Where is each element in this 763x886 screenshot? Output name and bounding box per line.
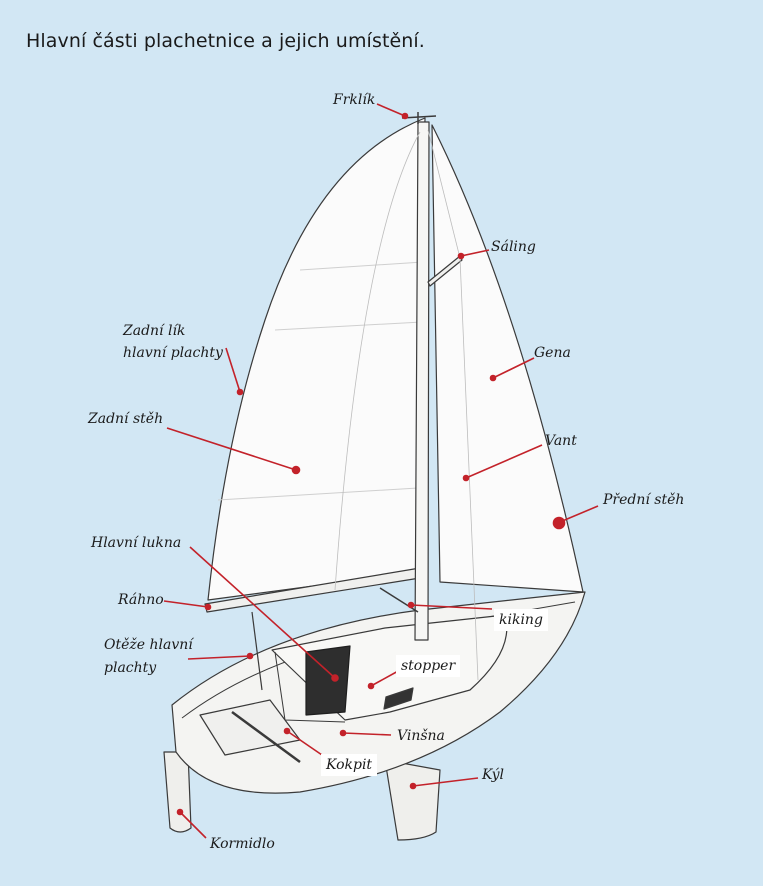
label-frklik: Frklík bbox=[333, 92, 376, 108]
label-rahno: Ráhno bbox=[118, 592, 164, 608]
label-oteze: Otěže hlavní plachty bbox=[104, 637, 193, 676]
label-kokpit: Kokpit bbox=[321, 754, 378, 776]
hatch-shape bbox=[305, 645, 351, 716]
rudder-shape bbox=[163, 751, 192, 833]
spreader bbox=[427, 255, 463, 287]
mast bbox=[414, 121, 430, 641]
tiller bbox=[231, 710, 301, 764]
main-sail-shape bbox=[207, 117, 426, 601]
label-gena: Gena bbox=[534, 345, 571, 361]
label-vinsna: Vinšna bbox=[397, 728, 445, 744]
label-kiking: kiking bbox=[494, 609, 548, 631]
leader-lines bbox=[163, 103, 599, 839]
label-vant: Vant bbox=[545, 433, 577, 449]
label-kyl: Kýl bbox=[482, 767, 504, 783]
label-kormidlo: Kormidlo bbox=[210, 836, 275, 852]
label-zadni-lik: Zadní lík hlavní plachty bbox=[123, 323, 223, 361]
label-zadni-steh: Zadní stěh bbox=[88, 411, 164, 427]
kicker bbox=[379, 587, 419, 613]
label-predni-steh: Přední stěh bbox=[603, 492, 685, 508]
mainsheet bbox=[251, 611, 263, 691]
keel-shape bbox=[384, 759, 441, 841]
label-hlavni-lukna: Hlavní lukna bbox=[91, 535, 182, 551]
label-saling: Sáling bbox=[491, 239, 536, 255]
label-stopper: stopper bbox=[396, 655, 461, 677]
jib-shape bbox=[431, 124, 584, 593]
page-title: Hlavní části plachetnice a jejich umístě… bbox=[26, 30, 425, 52]
cabin-window bbox=[383, 687, 414, 710]
